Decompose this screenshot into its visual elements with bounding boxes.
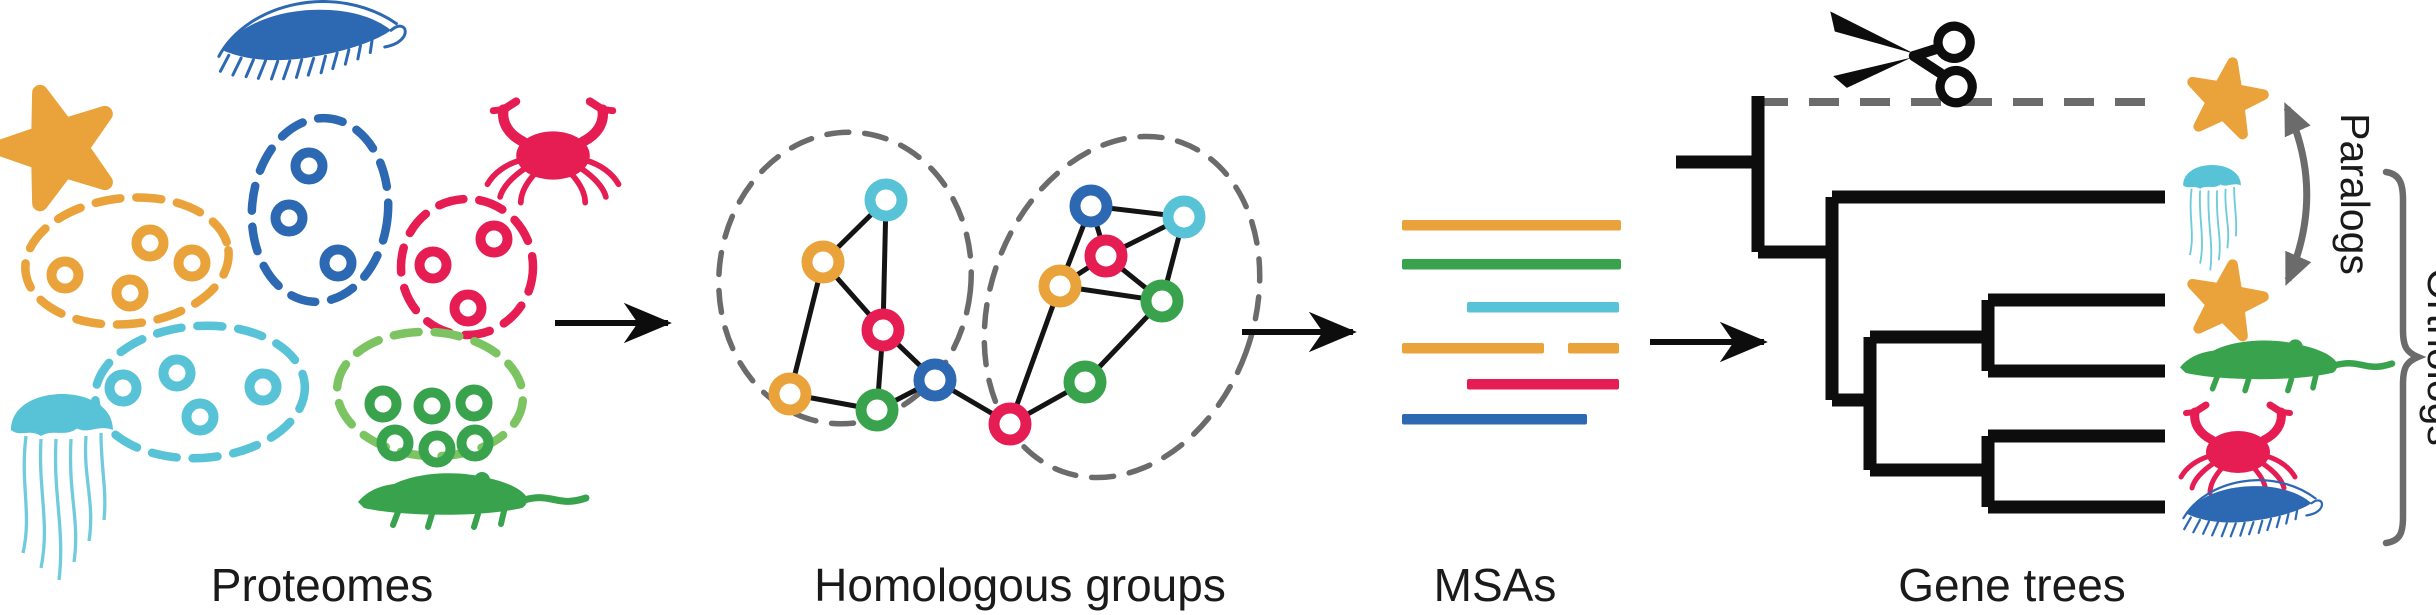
gene-node — [1090, 240, 1122, 272]
msas-label: MSAs — [1434, 559, 1557, 611]
protein-circle — [462, 430, 489, 457]
gene-node — [867, 314, 899, 346]
protein-circle — [325, 250, 352, 277]
gene-trees-label: Gene trees — [1898, 559, 2126, 611]
homologous-groups-section: Homologous groups — [716, 129, 1263, 611]
mouse-proteins — [370, 390, 489, 463]
msa-row-starfish-2a — [1402, 343, 1544, 354]
tip-mouse-icon — [2180, 339, 2392, 390]
protein-circle — [481, 226, 508, 253]
gene-trees-section: Paralogs Orthologs Gene trees — [1676, 0, 2436, 611]
paralogs-label: Paralogs — [2332, 113, 2378, 275]
gene-node — [1168, 201, 1200, 233]
msa-row-starfish-2b — [1568, 343, 1619, 354]
worm-proteins — [276, 153, 352, 277]
gene-node — [919, 364, 951, 396]
tip-jellyfish-icon — [2182, 164, 2242, 272]
proteome-ellipse-crab — [396, 194, 538, 340]
protein-circle — [187, 404, 214, 431]
protein-circle — [455, 295, 482, 322]
proteome-ellipse-starfish — [21, 193, 233, 329]
msa-section: MSAs — [1402, 220, 1621, 611]
tip-starfish-paralog-icon — [2185, 56, 2268, 136]
msa-row-crab — [1467, 379, 1619, 390]
proteome-ellipse-jellyfish — [90, 321, 310, 463]
protein-circle — [370, 391, 397, 418]
gene-node — [807, 246, 839, 278]
protein-circle — [164, 360, 191, 387]
protein-circle — [250, 374, 277, 401]
mouse-icon — [358, 472, 586, 527]
proteome-ellipse-worm — [247, 113, 393, 307]
tip-crab-icon — [2181, 405, 2295, 493]
crab-proteins — [420, 226, 508, 322]
protein-circle — [382, 430, 409, 457]
gene-tree — [1676, 96, 2165, 514]
starfish-icon — [0, 76, 125, 210]
proteomes-section: Proteomes — [0, 0, 619, 611]
orthologs-label: Orthologs — [2419, 268, 2436, 446]
protein-circle — [424, 436, 451, 463]
starfish-proteins — [52, 230, 206, 307]
gene-node — [994, 408, 1026, 440]
protein-circle — [461, 390, 488, 417]
gene-node — [1069, 366, 1101, 398]
protein-circle — [276, 205, 303, 232]
protein-circle — [296, 153, 323, 180]
gene-node — [870, 184, 902, 216]
protein-circle — [117, 280, 144, 307]
proteomes-label: Proteomes — [211, 559, 433, 611]
protein-circle — [137, 230, 164, 257]
protein-circle — [420, 252, 447, 279]
jellyfish-icon — [9, 392, 115, 582]
gene-node — [1075, 190, 1107, 222]
crab-icon — [487, 101, 618, 202]
tip-starfish-icon — [2185, 258, 2268, 338]
jellyfish-proteins — [110, 360, 277, 431]
msa-row-mouse — [1402, 259, 1621, 270]
orthologs-brace — [2382, 168, 2427, 547]
homologous-groups-label: Homologous groups — [814, 559, 1226, 611]
protein-circle — [419, 393, 446, 420]
msa-row-worm — [1402, 414, 1587, 425]
protein-circle — [110, 375, 137, 402]
protein-circle — [179, 250, 206, 277]
scissors-icon — [1813, 0, 1986, 117]
bristle-worm-icon — [212, 0, 411, 87]
protein-circle — [52, 262, 79, 289]
msa-row-jellyfish — [1467, 302, 1619, 313]
msa-row-starfish — [1402, 220, 1621, 231]
gene-node — [861, 394, 893, 426]
group-ellipse-1 — [716, 129, 974, 427]
group-ellipse-2 — [981, 133, 1263, 481]
paralogs-arrow — [2283, 102, 2312, 286]
gene-node — [774, 378, 806, 410]
gene-node — [1044, 270, 1076, 302]
tip-worm-icon — [2180, 474, 2325, 541]
gene-node — [1146, 285, 1178, 317]
